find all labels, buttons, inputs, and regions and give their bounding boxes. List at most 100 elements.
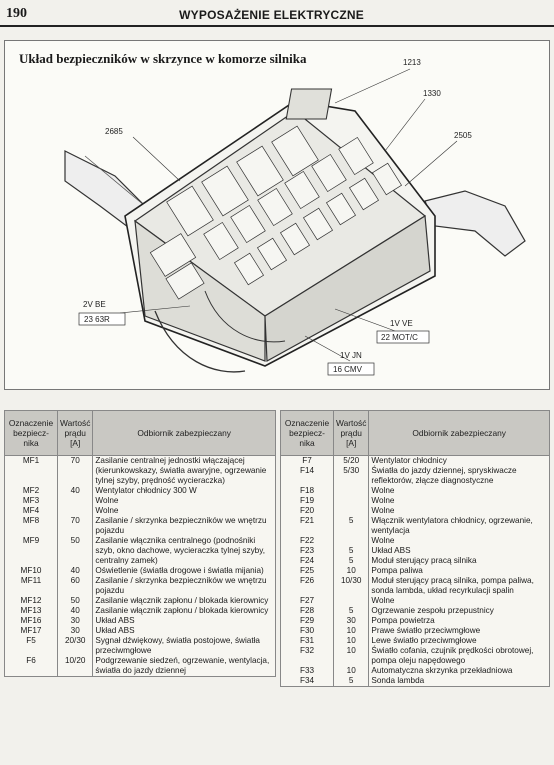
callout-1v-ve: 1V VE: [390, 319, 413, 328]
fuse-description: Ogrzewanie zespołu przepustnicy: [368, 606, 550, 616]
fuse-box-illustration: 1213 1330 2685 2505 2V BE 23 63R 1V VE 2…: [64, 58, 526, 376]
fuse-id: F32: [280, 646, 334, 666]
fuse-amperage: 5: [332, 606, 370, 616]
fuse-amperage: 10: [332, 566, 370, 576]
fuse-table-right: Oznaczenie bezpiecz-nika Wartość prądu […: [280, 410, 550, 687]
callout-2v-be-box: 23 63R: [84, 315, 110, 324]
header-rule: [0, 25, 554, 27]
fuse-amperage: [332, 486, 370, 496]
fuse-id: F14: [280, 466, 334, 486]
fuse-amperage: 10: [332, 646, 370, 666]
fuse-description: Wolne: [92, 506, 276, 516]
fuse-amperage: 5: [332, 546, 370, 556]
fuse-description: Moduł sterujący pracą silnika, pompa pal…: [368, 576, 550, 596]
fuse-id: MF16: [4, 616, 58, 626]
page-number: 190: [6, 6, 27, 21]
fuse-description: Światło cofania, czujnik prędkości obrot…: [368, 646, 550, 666]
callout-1v-jn-box: 16 CMV: [333, 365, 363, 374]
fuse-id: MF13: [4, 606, 58, 616]
fuse-id: F28: [280, 606, 334, 616]
fuse-description: Wolne: [368, 536, 550, 546]
fuse-description: Zasilanie włącznika centralnego (podnośn…: [92, 536, 276, 566]
col-header-desc: Odbiornik zabezpieczany: [368, 410, 550, 456]
fuse-amperage: 30: [56, 616, 94, 626]
fuse-amperage: [332, 496, 370, 506]
table-row: MF4 Wolne: [4, 506, 276, 516]
diagram-title: Układ bezpieczników w skrzynce w komorze…: [19, 51, 307, 66]
fuse-description: Wolne: [368, 496, 550, 506]
fuse-amperage: 40: [56, 486, 94, 496]
fuse-id: F31: [280, 636, 334, 646]
section-title: WYPOSAŻENIE ELEKTRYCZNE: [179, 8, 364, 22]
fuse-amperage: 10: [332, 626, 370, 636]
fuse-id: F33: [280, 666, 334, 676]
fuse-description: Zasilanie / skrzynka bezpieczników we wn…: [92, 576, 276, 596]
fuse-description: Sygnał dźwiękowy, światła postojowe, świ…: [92, 636, 276, 656]
callout-1v-ve-box: 22 MOT/C: [381, 333, 418, 342]
fuse-description: Światła do jazdy dziennej, spryskiwacze …: [368, 466, 550, 486]
fuse-id: F5: [4, 636, 58, 656]
fuse-description: Sonda lambda: [368, 676, 550, 687]
fuse-amperage: 30: [332, 616, 370, 626]
fuse-description: Zasilanie włącznik zapłonu / blokada kie…: [92, 596, 276, 606]
col-header-id: Oznaczenie bezpiecz-nika: [4, 410, 58, 456]
fuse-id: F18: [280, 486, 334, 496]
fuse-id: MF11: [4, 576, 58, 596]
fuse-id: MF2: [4, 486, 58, 496]
fuse-box-diagram: Układ bezpieczników w skrzynce w komorze…: [4, 40, 550, 390]
fuse-id: MF4: [4, 506, 58, 516]
fuse-amperage: 10/30: [332, 576, 370, 596]
fuse-amperage: 70: [56, 516, 94, 536]
fuse-description: Zasilanie centralnej jednostki włączając…: [92, 455, 276, 486]
col-header-id: Oznaczenie bezpiecz-nika: [280, 410, 334, 456]
fuse-amperage: 10/20: [56, 656, 94, 677]
fuse-description: Wentylator chłodnicy 300 W: [92, 486, 276, 496]
fuse-id: F7: [280, 455, 334, 466]
fuse-id: MF1: [4, 455, 58, 486]
col-header-desc: Odbiornik zabezpieczany: [92, 410, 276, 456]
fuse-amperage: 5: [332, 676, 370, 687]
fuse-amperage: 50: [56, 596, 94, 606]
fuse-amperage: 10: [332, 666, 370, 676]
fuse-amperage: 5: [332, 556, 370, 566]
fuse-id: F29: [280, 616, 334, 626]
callout-1330: 1330: [423, 89, 441, 98]
fuse-amperage: [56, 496, 94, 506]
fuse-description: Wentylator chłodnicy: [368, 455, 550, 466]
fuse-id: F20: [280, 506, 334, 516]
fuse-amperage: 20/30: [56, 636, 94, 656]
fuse-table-left: Oznaczenie bezpiecz-nika Wartość prądu […: [4, 410, 276, 677]
fuse-description: Pompa powietrza: [368, 616, 550, 626]
fuse-description: Podgrzewanie siedzeń, ogrzewanie, wentyl…: [92, 656, 276, 677]
fuse-description: Pompa paliwa: [368, 566, 550, 576]
fuse-id: MF17: [4, 626, 58, 636]
fuse-id: F34: [280, 676, 334, 687]
fuse-amperage: 70: [56, 455, 94, 486]
fuse-amperage: 60: [56, 576, 94, 596]
fuse-description: Automatyczna skrzynka przekładniowa: [368, 666, 550, 676]
fuse-description: Układ ABS: [92, 626, 276, 636]
fuse-amperage: 5: [332, 516, 370, 536]
